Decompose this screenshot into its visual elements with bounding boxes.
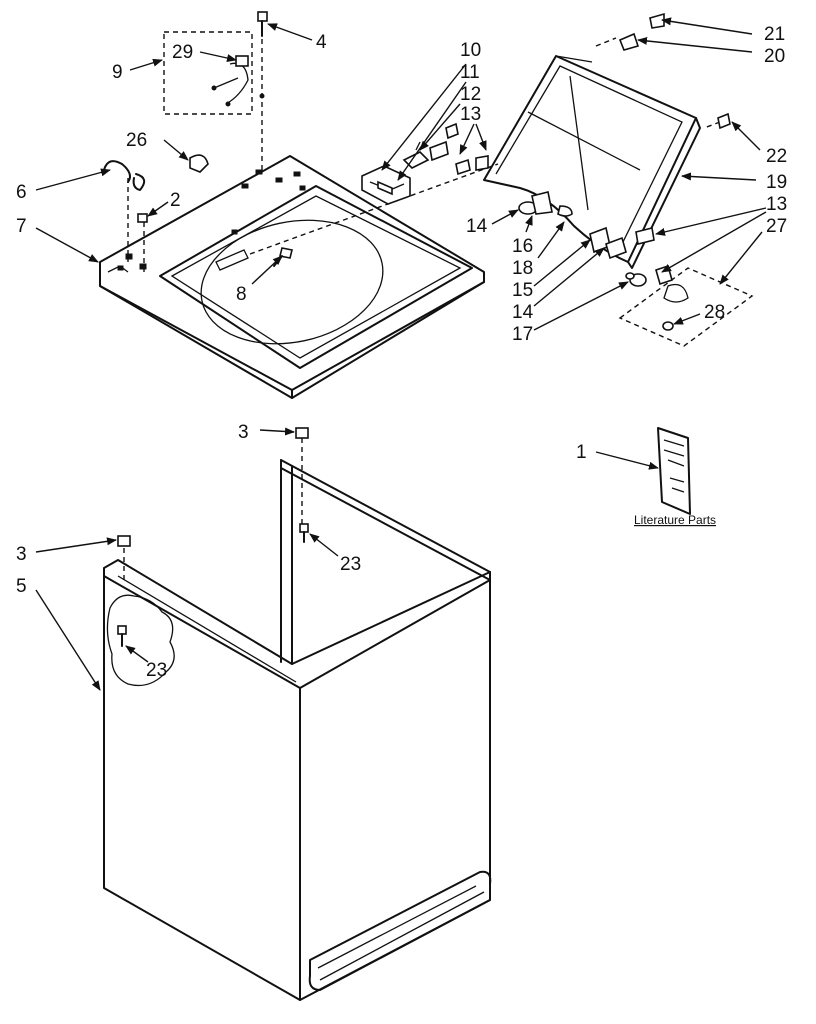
label-11: 11 bbox=[460, 62, 480, 83]
label-27: 27 bbox=[766, 216, 787, 237]
label-14b: 14 bbox=[512, 302, 534, 323]
label-26: 26 bbox=[126, 130, 147, 151]
bracket-part-3a bbox=[295, 427, 309, 439]
hinge-part-16 bbox=[518, 191, 573, 217]
lid-switch-part-10 bbox=[361, 165, 411, 205]
screw-part-23a bbox=[299, 523, 309, 543]
screw-part-4 bbox=[257, 11, 268, 37]
spring-part-6 bbox=[103, 160, 146, 191]
label-17: 17 bbox=[512, 324, 533, 345]
screw-part-23b bbox=[117, 625, 127, 647]
label-13b: 13 bbox=[766, 194, 787, 215]
literature-booklet bbox=[657, 427, 691, 515]
label-15: 15 bbox=[512, 280, 533, 301]
bumper-part-20 bbox=[618, 12, 731, 130]
label-3a: 3 bbox=[238, 422, 249, 443]
label-2: 2 bbox=[170, 190, 181, 211]
screw-part-8 bbox=[273, 247, 293, 267]
hinge-part-15 bbox=[589, 226, 647, 287]
label-23a: 23 bbox=[340, 554, 361, 575]
label-6: 6 bbox=[16, 182, 27, 203]
label-7: 7 bbox=[16, 216, 27, 237]
literature-caption: Literature Parts bbox=[634, 513, 716, 527]
label-4: 4 bbox=[316, 32, 327, 53]
hardware-part-13 bbox=[429, 122, 489, 176]
washer-top bbox=[99, 155, 485, 399]
lid bbox=[483, 55, 701, 269]
switch-part-12 bbox=[402, 141, 430, 169]
label-13a: 13 bbox=[460, 104, 481, 125]
label-29: 29 bbox=[172, 42, 193, 63]
label-12: 12 bbox=[460, 84, 481, 105]
lid-bumper-axis bbox=[595, 37, 721, 129]
label-8: 8 bbox=[236, 284, 247, 305]
label-3b: 3 bbox=[16, 544, 27, 565]
label-14a: 14 bbox=[466, 216, 488, 237]
label-21: 21 bbox=[764, 24, 785, 45]
label-1: 1 bbox=[576, 442, 587, 463]
clip-part-26 bbox=[189, 154, 209, 173]
lid-hinge-axis bbox=[249, 163, 499, 255]
bracket-part-3b bbox=[117, 535, 131, 547]
label-16: 16 bbox=[512, 236, 533, 257]
label-23b: 23 bbox=[146, 660, 167, 681]
label-9: 9 bbox=[112, 62, 123, 83]
label-5: 5 bbox=[16, 576, 27, 597]
cabinet bbox=[103, 459, 492, 1001]
label-19: 19 bbox=[766, 172, 787, 193]
label-22: 22 bbox=[766, 146, 787, 167]
label-28: 28 bbox=[704, 302, 725, 323]
label-18: 18 bbox=[512, 258, 533, 279]
label-10: 10 bbox=[460, 40, 481, 61]
clip-part-2 bbox=[137, 213, 148, 223]
label-20: 20 bbox=[764, 46, 785, 67]
spring-assembly-part-27 bbox=[618, 267, 754, 347]
